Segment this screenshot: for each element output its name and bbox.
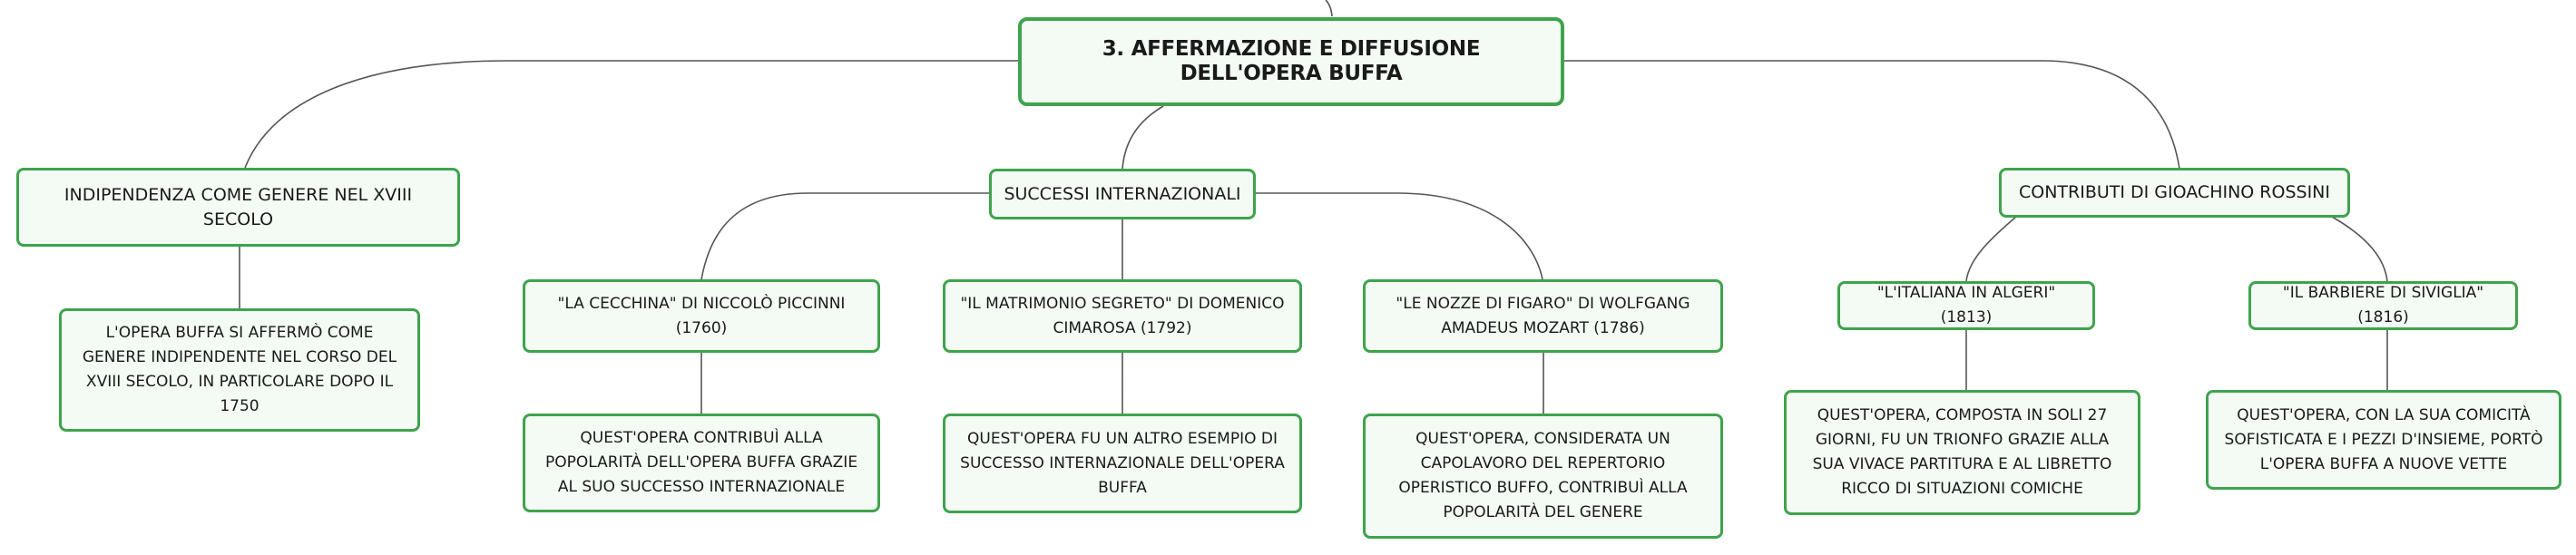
root-topic[interactable]: 3. AFFERMAZIONE E DIFFUSIONE DELL'OPERA … (1018, 17, 1564, 106)
topic-independenza[interactable]: INDIPENDENZA COME GENERE NEL XVIII SECOL… (16, 168, 460, 247)
connector-rossini-barbiere (2331, 216, 2388, 282)
subtopic-italiana-in-algeri[interactable]: "L'ITALIANA IN ALGERI" (1813) (1837, 281, 2095, 330)
detail-italiana-in-algeri-label: QUEST'OPERA, COMPOSTA IN SOLI 27 GIORNI,… (1812, 406, 2112, 498)
detail-matrimonio-segreto[interactable]: QUEST'OPERA FU UN ALTRO ESEMPIO DI SUCCE… (943, 414, 1302, 513)
subtopic-matrimonio-segreto-label: "IL MATRIMONIO SEGRETO" DI DOMENICO CIMA… (960, 294, 1285, 337)
subtopic-nozze-di-figaro[interactable]: "LE NOZZE DI FIGARO" DI WOLFGANG AMADEUS… (1363, 279, 1723, 353)
topic-successi-internazionali-label: SUCCESSI INTERNAZIONALI (1004, 183, 1241, 204)
detail-cecchina[interactable]: QUEST'OPERA CONTRIBUÌ ALLA POPOLARITÀ DE… (523, 414, 880, 512)
topic-contributi-rossini[interactable]: CONTRIBUTI DI GIOACHINO ROSSINI (1999, 168, 2350, 218)
detail-barbiere-di-siviglia[interactable]: QUEST'OPERA, CON LA SUA COMICITÀ SOFISTI… (2206, 390, 2561, 490)
detail-nozze-di-figaro[interactable]: QUEST'OPERA, CONSIDERATA UN CAPOLAVORO D… (1363, 414, 1723, 539)
topic-successi-internazionali[interactable]: SUCCESSI INTERNAZIONALI (989, 169, 1256, 219)
detail-nozze-di-figaro-label: QUEST'OPERA, CONSIDERATA UN CAPOLAVORO D… (1398, 430, 1688, 521)
subtopic-cecchina[interactable]: "LA CECCHINA" DI NICCOLÒ PICCINNI (1760) (523, 279, 880, 353)
topic-independenza-label: INDIPENDENZA COME GENERE NEL XVIII SECOL… (64, 184, 413, 229)
connector-root-independenza (244, 60, 1018, 169)
connector-successi-nozze (1256, 192, 1543, 280)
detail-matrimonio-segreto-label: QUEST'OPERA FU UN ALTRO ESEMPIO DI SUCCE… (960, 429, 1285, 497)
connector-root-rossini (1564, 60, 2180, 170)
subtopic-barbiere-di-siviglia[interactable]: "IL BARBIERE DI SIVIGLIA" (1816) (2248, 281, 2518, 330)
subtopic-independenza-desc[interactable]: L'OPERA BUFFA SI AFFERMÒ COME GENERE IND… (59, 308, 420, 432)
detail-italiana-in-algeri[interactable]: QUEST'OPERA, COMPOSTA IN SOLI 27 GIORNI,… (1784, 390, 2140, 515)
topic-contributi-rossini-label: CONTRIBUTI DI GIOACHINO ROSSINI (2019, 182, 2330, 202)
detail-cecchina-label: QUEST'OPERA CONTRIBUÌ ALLA POPOLARITÀ DE… (544, 429, 858, 496)
connector-root-parent (1325, 0, 1333, 17)
subtopic-cecchina-label: "LA CECCHINA" DI NICCOLÒ PICCINNI (1760) (557, 294, 846, 337)
root-topic-label: 3. AFFERMAZIONE E DIFFUSIONE DELL'OPERA … (1102, 37, 1481, 85)
subtopic-matrimonio-segreto[interactable]: "IL MATRIMONIO SEGRETO" DI DOMENICO CIMA… (943, 279, 1302, 353)
connector-root-successi (1121, 105, 1164, 170)
connector-rossini-italiana (1965, 216, 2017, 282)
subtopic-nozze-di-figaro-label: "LE NOZZE DI FIGARO" DI WOLFGANG AMADEUS… (1396, 294, 1690, 337)
connector-successi-cecchina (700, 192, 989, 280)
subtopic-italiana-in-algeri-label: "L'ITALIANA IN ALGERI" (1813) (1876, 284, 2056, 326)
detail-barbiere-di-siviglia-label: QUEST'OPERA, CON LA SUA COMICITÀ SOFISTI… (2224, 405, 2543, 473)
subtopic-barbiere-di-siviglia-label: "IL BARBIERE DI SIVIGLIA" (1816) (2282, 284, 2484, 326)
subtopic-independenza-desc-label: L'OPERA BUFFA SI AFFERMÒ COME GENERE IND… (82, 324, 397, 415)
